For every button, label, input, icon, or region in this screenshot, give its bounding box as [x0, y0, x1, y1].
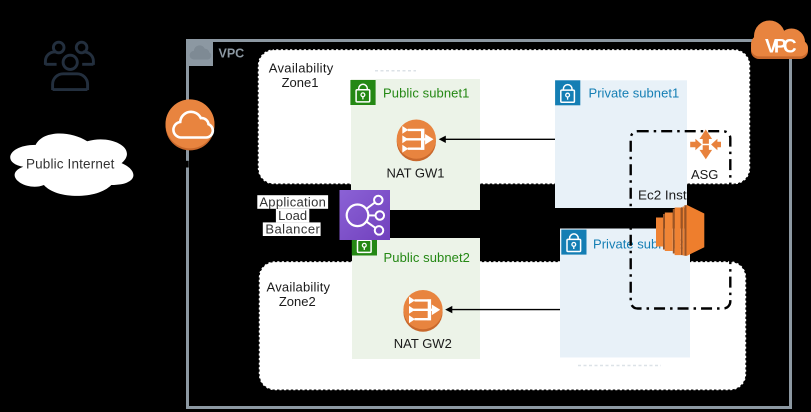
svg-text:ASG: ASG [691, 167, 718, 182]
svg-text:Load: Load [278, 208, 307, 223]
svg-text:Public subnet2: Public subnet2 [384, 250, 470, 265]
svg-text:NAT GW2: NAT GW2 [394, 336, 452, 351]
svg-text:Private subnet1: Private subnet1 [589, 85, 680, 100]
svg-text:Balancer: Balancer [265, 222, 320, 237]
svg-text:VPC: VPC [219, 47, 245, 61]
svg-text:Public subnet1: Public subnet1 [383, 85, 469, 100]
svg-text:Application: Application [259, 194, 326, 209]
svg-text:Zone2: Zone2 [279, 294, 316, 309]
svg-text:NAT GW1: NAT GW1 [386, 166, 444, 181]
svg-text:Availability: Availability [267, 280, 331, 295]
svg-text:Zone1: Zone1 [282, 75, 319, 90]
svg-text:Public Internet: Public Internet [26, 157, 115, 172]
svg-text:Availability: Availability [269, 61, 334, 76]
svg-text:VPC: VPC [765, 37, 797, 58]
svg-text:Ec2 Instances: Ec2 Instances [638, 188, 723, 203]
